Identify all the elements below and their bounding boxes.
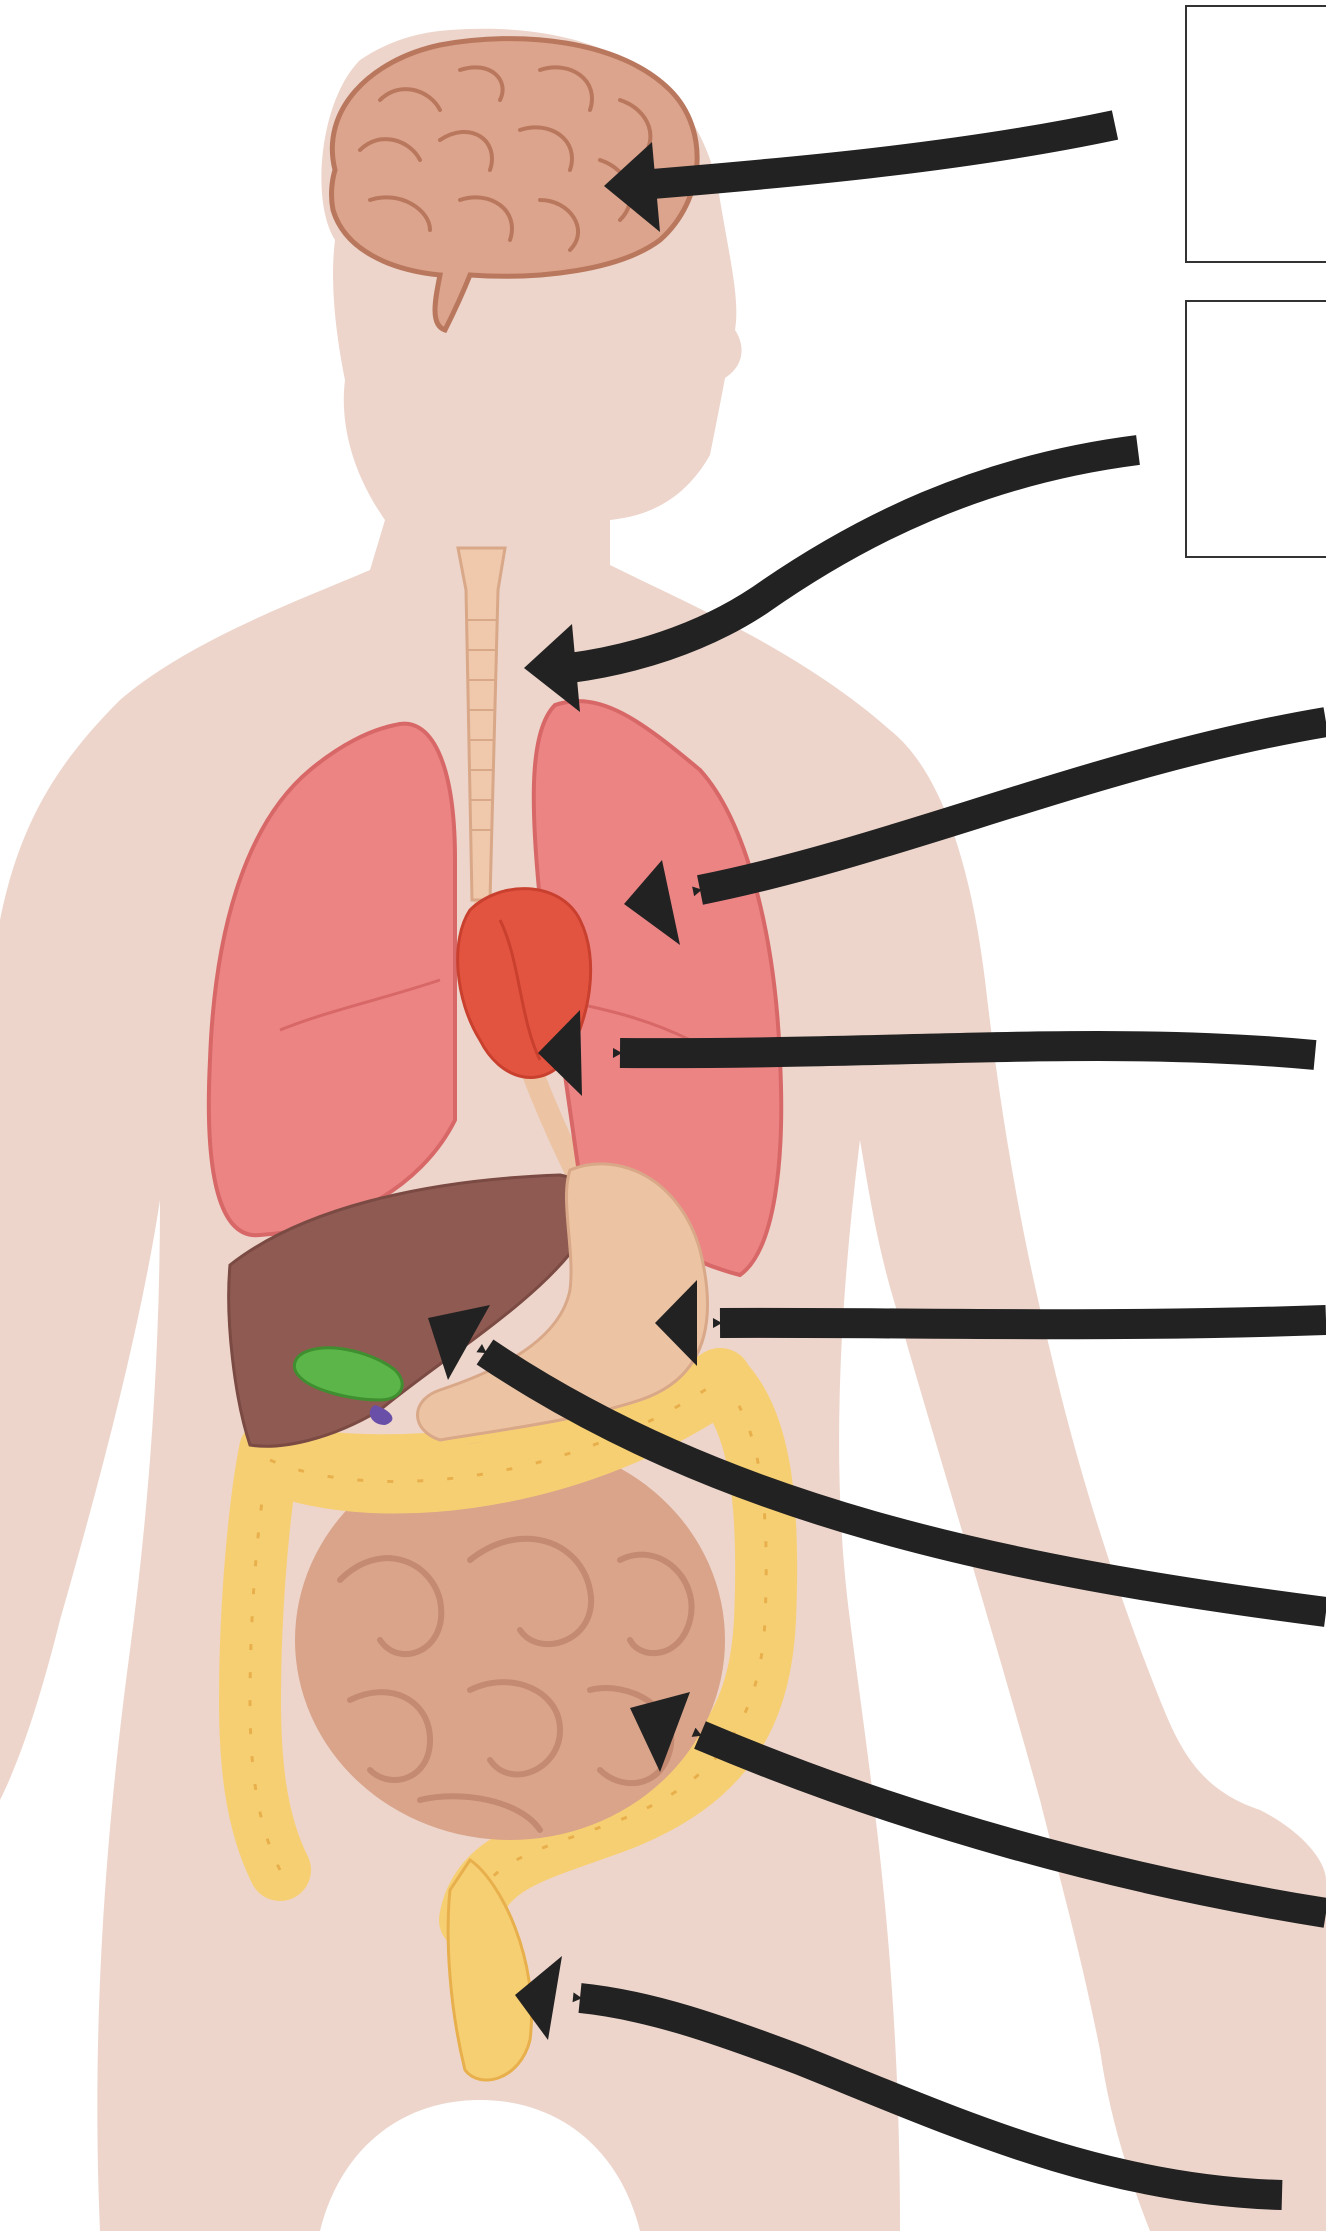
arrow-brain (640, 125, 1115, 185)
label-box-trachea[interactable] (1185, 300, 1326, 558)
arrow-stomach (720, 1320, 1326, 1324)
arrow-heart (620, 1046, 1315, 1055)
label-box-brain[interactable] (1185, 5, 1326, 263)
